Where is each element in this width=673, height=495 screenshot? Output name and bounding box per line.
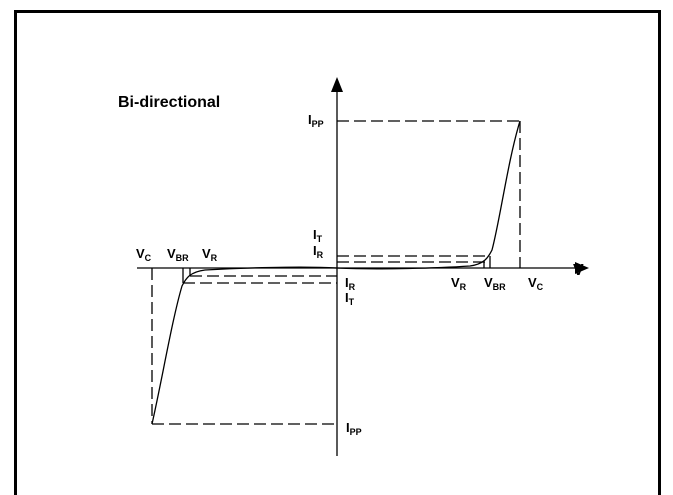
svg-text:IR: IR [345,275,356,292]
label-ir-bottom: IR [345,275,356,292]
label-it-top: IT [313,227,323,244]
svg-text:IT: IT [345,290,355,307]
label-vbr-left: VBR [167,246,189,263]
svg-text:IPP: IPP [308,112,324,129]
svg-text:IR: IR [313,243,324,260]
svg-text:VR: VR [202,246,218,263]
label-ir-top: IR [313,243,324,260]
label-vr-right: VR [451,275,467,292]
label-ipp-bottom: IPP [346,420,362,437]
label-ipp-top: IPP [308,112,324,129]
svg-text:IT: IT [313,227,323,244]
iv-curve-negative [151,266,338,425]
label-vr-left: VR [202,246,218,263]
svg-text:VR: VR [451,275,467,292]
label-it-bottom: IT [345,290,355,307]
svg-text:VC: VC [136,246,152,263]
v-axis-label: V [573,262,584,279]
x-axis-arrow-icon [575,262,589,274]
svg-text:VBR: VBR [167,246,189,263]
y-axis-arrow-icon [331,77,343,92]
diagram-title: Bi-directional [118,94,220,111]
label-vbr-right: VBR [484,275,506,292]
label-vc-right: VC [528,275,544,292]
label-vc-left: VC [136,246,152,263]
svg-text:VBR: VBR [484,275,506,292]
svg-text:VC: VC [528,275,544,292]
svg-text:IPP: IPP [346,420,362,437]
iv-curve-positive [336,120,521,270]
